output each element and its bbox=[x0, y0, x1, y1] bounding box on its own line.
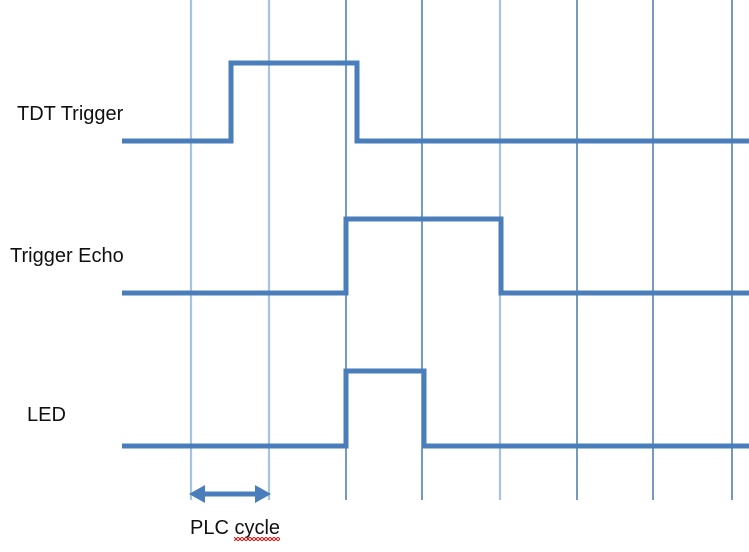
gridlines-group bbox=[189, 0, 733, 500]
plc-cycle-arrow bbox=[189, 485, 271, 503]
signal-label-led: LED bbox=[27, 404, 66, 426]
signal-label-tdt-trigger: TDT Trigger bbox=[17, 103, 124, 125]
plc-cycle-arrowhead-left bbox=[189, 485, 205, 503]
plc-cycle-arrowhead-right bbox=[255, 485, 271, 503]
plc-cycle-label: PLC cycle bbox=[190, 517, 281, 541]
plc-cycle-label-suffix: cycle bbox=[234, 517, 281, 541]
waveform-tdt-trigger bbox=[122, 60, 749, 144]
signal-label-trigger-echo: Trigger Echo bbox=[10, 245, 124, 267]
plc-cycle-label-prefix: PLC bbox=[190, 517, 235, 539]
waveform-trigger-echo bbox=[122, 216, 749, 296]
waveform-led bbox=[122, 368, 749, 449]
